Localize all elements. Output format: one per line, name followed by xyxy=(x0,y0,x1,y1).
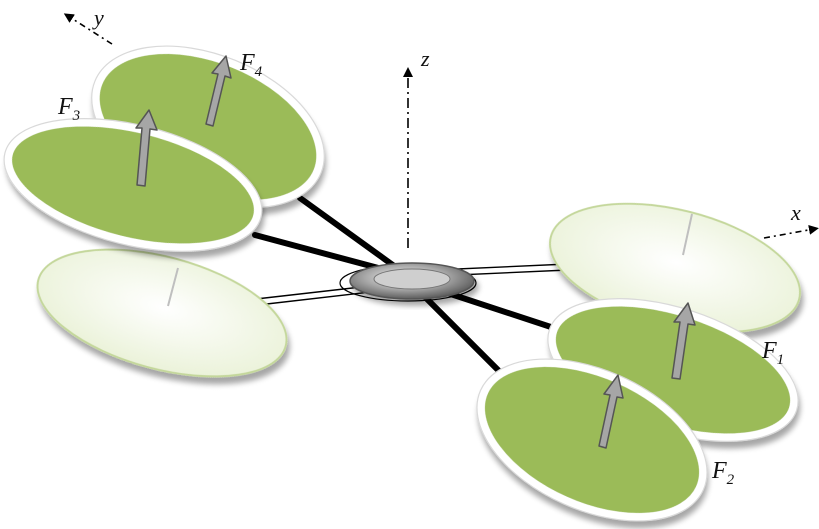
thrust-arrows xyxy=(135,55,696,449)
force-label-f2: F2 xyxy=(711,458,735,488)
arm-rotor-4 xyxy=(297,195,411,279)
axes xyxy=(63,13,819,248)
x-axis-label: x xyxy=(790,200,801,225)
thrust-arrow-f1-icon xyxy=(671,302,696,380)
hub-cap xyxy=(373,268,451,290)
rotor-rear-left xyxy=(36,248,288,378)
force-label-f4: F4 xyxy=(239,50,263,80)
rotor-disc-edge xyxy=(476,358,708,522)
x-axis-line xyxy=(763,224,819,239)
rotor-disc xyxy=(36,248,288,378)
force-label-f3: F3 xyxy=(57,94,80,124)
thrust-arrow-f3-icon xyxy=(135,109,158,187)
z-axis-label: z xyxy=(420,46,430,71)
y-axis-label: y xyxy=(92,5,104,30)
force-label-f1: F1 xyxy=(761,338,784,368)
thrust-arrow-f2-icon xyxy=(598,374,624,449)
labels: y z x F4 F3 F1 F2 xyxy=(57,5,801,488)
rotor-blade-mark xyxy=(682,213,693,256)
thrust-arrow-f4-icon xyxy=(205,55,232,127)
center-hub xyxy=(339,262,477,302)
rotor-blade-mark xyxy=(167,267,179,307)
y-axis-line xyxy=(63,13,113,45)
